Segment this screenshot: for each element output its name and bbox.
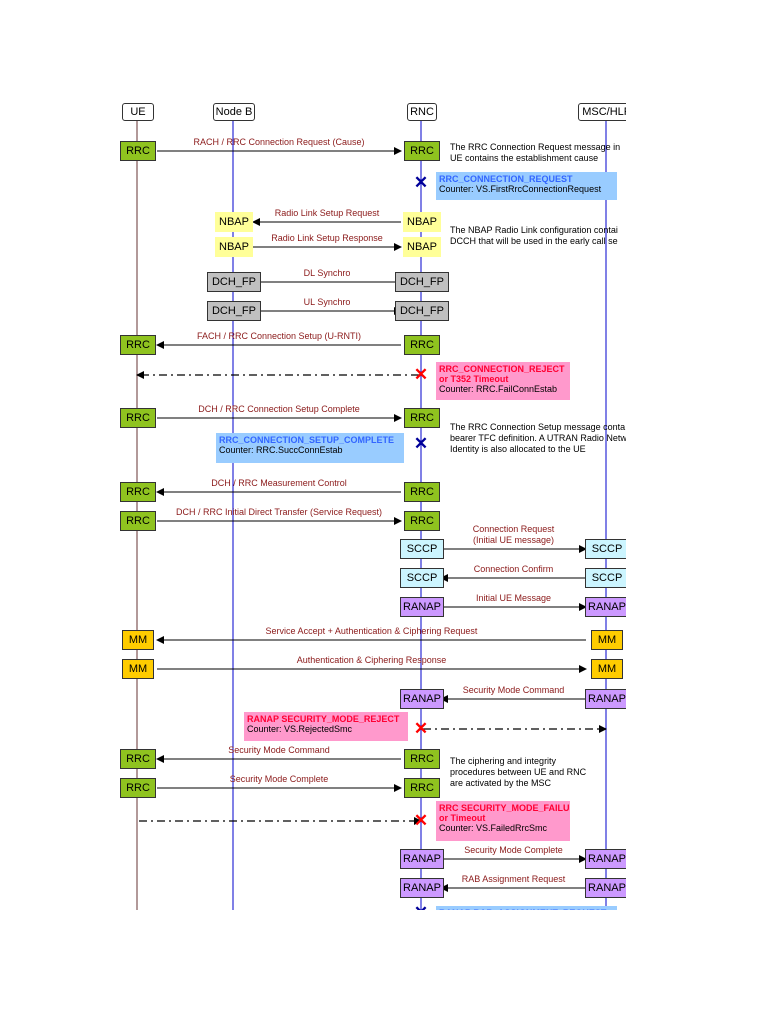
- rrc-box-rnc: RRC: [404, 335, 440, 355]
- dchfp-box-rnc: DCH_FP: [395, 272, 449, 292]
- dchfp-box-nodeb: DCH_FP: [207, 272, 261, 292]
- rrc-box-ue: RRC: [120, 335, 156, 355]
- red-cross-icon: ✕: [413, 365, 429, 384]
- sccp-box-msc: SCCP: [585, 568, 629, 588]
- event-title: RRC SECURITY_MODE_FAILURE: [439, 803, 570, 813]
- message-label: Radio Link Setup Response: [271, 233, 383, 243]
- ranap-box-msc: RANAP: [585, 597, 629, 617]
- lifeline-header-ue: UE: [122, 103, 154, 121]
- event-title: RANAP SECURITY_MODE_REJECT: [247, 714, 400, 724]
- ranap-box-msc: RANAP: [585, 689, 629, 709]
- rrc-box-rnc: RRC: [404, 482, 440, 502]
- description-note: The NBAP Radio Link configuration contai…: [450, 225, 618, 246]
- message-label: DCH / RRC Connection Setup Complete: [198, 404, 360, 414]
- rrc-box-ue: RRC: [120, 778, 156, 798]
- description-note: The RRC Connection Request message in UE…: [450, 142, 621, 163]
- event-title: RRC_CONNECTION_REJECT: [439, 364, 565, 374]
- rrc-box-ue: RRC: [120, 511, 156, 531]
- red-cross-icon: ✕: [413, 811, 429, 830]
- rrc-box-rnc: RRC: [404, 749, 440, 769]
- ranap-box-rnc: RANAP: [400, 597, 444, 617]
- message-label: DCH / RRC Initial Direct Transfer (Servi…: [175, 507, 383, 517]
- rrc-box-ue: RRC: [120, 141, 156, 161]
- event-counter: Counter: RRC.FailConnEstab: [439, 384, 558, 394]
- rrc-box-ue: RRC: [120, 482, 156, 502]
- rrc-box-rnc: RRC: [404, 511, 440, 531]
- dchfp-box-rnc: DCH_FP: [395, 301, 449, 321]
- blue-cross-icon: ✕: [413, 173, 429, 192]
- event-title: RRC_CONNECTION_REQUEST: [439, 174, 573, 184]
- message-label: UL Synchro: [303, 297, 351, 307]
- event-title: RRC_CONNECTION_SETUP_COMPLETE: [219, 435, 395, 445]
- event-counter: Counter: RRC.SuccConnEstab: [219, 445, 343, 455]
- sccp-box-rnc: SCCP: [400, 568, 444, 588]
- bottom-clip-mask: [0, 910, 768, 1024]
- message-label: FACH / RRC Connection Setup (U-RNTI): [196, 331, 362, 341]
- mm-box-msc: MM: [591, 630, 623, 650]
- mm-box-ue: MM: [122, 659, 154, 679]
- ranap-box-rnc: RANAP: [400, 878, 444, 898]
- message-label: Radio Link Setup Request: [274, 208, 380, 218]
- message-label: Connection Request (Initial UE message): [472, 524, 555, 545]
- message-label: DL Synchro: [303, 268, 351, 278]
- nbap-box-rnc: NBAP: [403, 237, 441, 257]
- sccp-box-msc: SCCP: [585, 539, 629, 559]
- mm-box-msc: MM: [591, 659, 623, 679]
- message-label: Authentication & Ciphering Response: [296, 655, 447, 665]
- ranap-box-msc: RANAP: [585, 849, 629, 869]
- message-label: Security Mode Complete: [464, 845, 563, 855]
- red-cross-icon: ✕: [413, 719, 429, 738]
- dchfp-box-nodeb: DCH_FP: [207, 301, 261, 321]
- nbap-box-rnc: NBAP: [403, 212, 441, 232]
- ranap-box-rnc: RANAP: [400, 689, 444, 709]
- sccp-box-rnc: SCCP: [400, 539, 444, 559]
- message-label: Security Mode Command: [228, 745, 330, 755]
- rrc-box-ue: RRC: [120, 408, 156, 428]
- message-label: Security Mode Complete: [229, 774, 329, 784]
- nbap-box-nodeb: NBAP: [215, 237, 253, 257]
- mm-box-ue: MM: [122, 630, 154, 650]
- nbap-box-nodeb: NBAP: [215, 212, 253, 232]
- event-counter: Counter: VS.FailedRrcSmc: [439, 823, 548, 833]
- lifeline-header-nodeb: Node B: [213, 103, 255, 121]
- description-note: The ciphering and integrity procedures b…: [450, 756, 587, 788]
- message-label: Security Mode Command: [462, 685, 565, 695]
- rrc-box-rnc: RRC: [404, 141, 440, 161]
- right-clip-mask: [626, 0, 768, 1024]
- event-counter: Counter: VS.RejectedSmc: [247, 724, 353, 734]
- message-label: Service Accept + Authentication & Cipher…: [265, 626, 478, 636]
- description-note: The RRC Connection Setup message conta b…: [450, 422, 626, 454]
- message-label: RAB Assignment Request: [461, 874, 566, 884]
- ranap-box-rnc: RANAP: [400, 849, 444, 869]
- ranap-box-msc: RANAP: [585, 878, 629, 898]
- lifeline-header-rnc: RNC: [407, 103, 437, 121]
- blue-cross-icon: ✕: [413, 434, 429, 453]
- event-counter: Counter: VS.FirstRrcConnectionRequest: [439, 184, 602, 194]
- event-title-line2: or T352 Timeout: [439, 374, 509, 384]
- rrc-box-rnc: RRC: [404, 778, 440, 798]
- event-title-line2: or Timeout: [439, 813, 486, 823]
- message-label: DCH / RRC Measurement Control: [211, 478, 347, 488]
- message-label: Initial UE Message: [475, 593, 552, 603]
- message-label: Connection Confirm: [473, 564, 554, 574]
- message-label: RACH / RRC Connection Request (Cause): [193, 137, 365, 147]
- lifeline-header-msc: MSC/HLR: [578, 103, 636, 121]
- rrc-box-ue: RRC: [120, 749, 156, 769]
- rrc-box-rnc: RRC: [404, 408, 440, 428]
